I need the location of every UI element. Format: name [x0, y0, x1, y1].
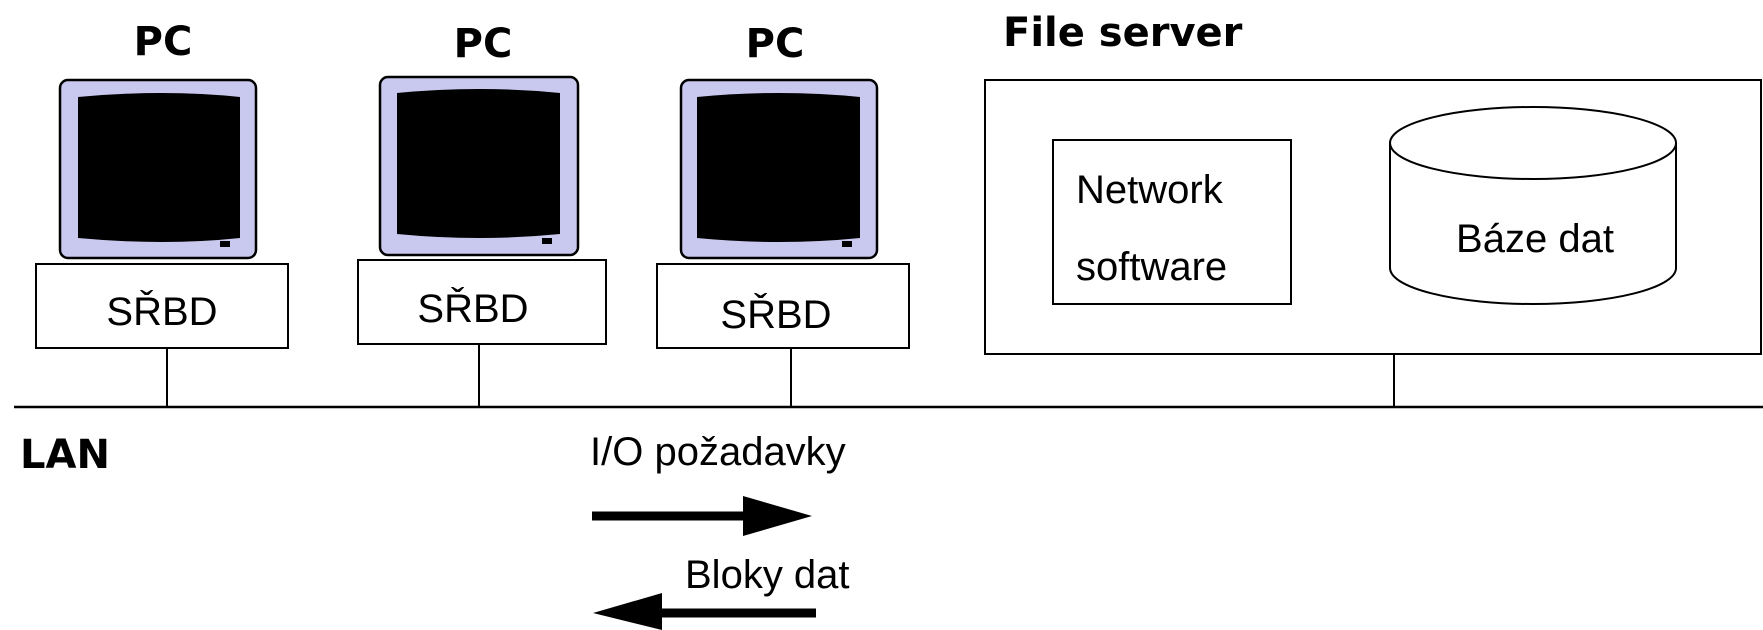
pc-3-title: PC	[746, 21, 805, 67]
network-software-label-line-2: software	[1076, 245, 1227, 289]
pc-3-monitor-icon	[679, 78, 879, 260]
network-software-box	[1052, 139, 1292, 305]
file-server-title: File server	[1003, 10, 1243, 56]
pc-3-dbms-label: SŘBD	[720, 292, 831, 337]
pc-2-monitor-icon	[378, 75, 580, 257]
file-server: File server Network software Báze dat	[984, 10, 1762, 407]
database-cylinder-icon	[1389, 106, 1677, 305]
lan-label: LAN	[20, 432, 110, 478]
pc-1-monitor-icon	[58, 78, 258, 260]
pc-1-title: PC	[134, 19, 193, 65]
pc-2: PC SŘBD	[357, 21, 607, 407]
pc-3-dbms-box	[656, 263, 910, 349]
network-software-label-line-1: Network	[1076, 168, 1224, 212]
pc-1-dbms-box	[35, 263, 289, 349]
pc-1-dbms-label: SŘBD	[106, 289, 217, 334]
pc-2-title: PC	[454, 21, 513, 67]
pc-1: PC SŘBD	[35, 19, 289, 407]
io-requests-label: I/O požadavky	[590, 430, 846, 474]
pc-3: PC SŘBD	[656, 21, 910, 407]
pc-2-dbms-label: SŘBD	[417, 286, 528, 331]
database-label: Báze dat	[1456, 217, 1614, 261]
pc-2-dbms-box	[357, 259, 607, 345]
right-arrow-icon	[592, 496, 812, 536]
left-arrow-icon	[593, 593, 816, 630]
data-blocks-label: Bloky dat	[685, 553, 850, 597]
